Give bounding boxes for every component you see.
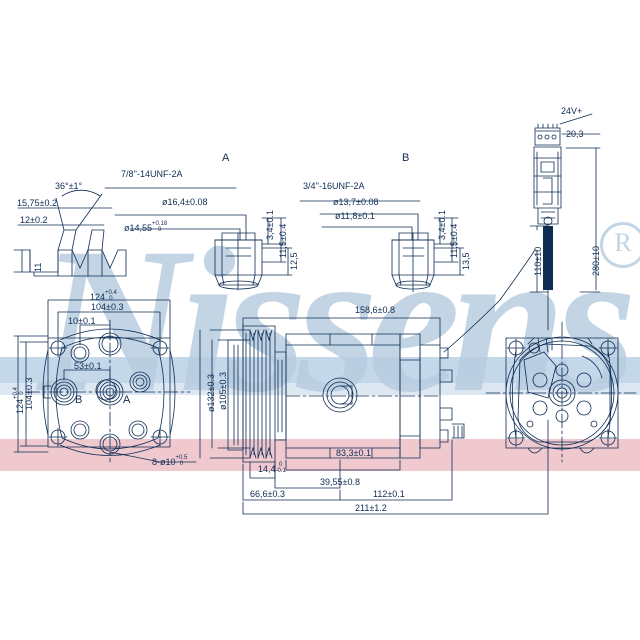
- vbelt-groove-profile: [13, 189, 127, 277]
- body-overall-length-dim: 211±1.2: [355, 503, 387, 513]
- registered-trademark-icon: R: [600, 222, 640, 268]
- body-rear-length-dim: 83,3±0.1: [336, 448, 371, 458]
- detail-b-bore-inner-dim: ø11,8±0.1: [335, 211, 375, 221]
- connector-sheath-length-dim: 110±10: [533, 246, 543, 276]
- compressor-body-side: [199, 249, 549, 515]
- connector-width-dim: 20,3: [566, 129, 584, 139]
- body-front-length-dim: 66,6±0.3: [250, 489, 285, 499]
- body-length-dim: 112±0.1: [373, 489, 405, 499]
- detail-a-depth-3-dim: 12,5: [289, 252, 299, 270]
- detail-b-label: B: [402, 152, 410, 164]
- detail-a-depth-2-dim: 11,5±0.4: [278, 223, 288, 258]
- flange-port-spacing-dim: 53±0.1: [74, 361, 102, 371]
- body-mid-length-dim: 39,55±0.8: [320, 477, 360, 487]
- detail-a-label: A: [222, 152, 230, 164]
- rear-end-view: [485, 321, 637, 463]
- brand-watermark: Nissens: [38, 205, 637, 435]
- port-a-label: A: [123, 394, 131, 406]
- detail-a-bore-outer-dim: ø16,4±0.08: [162, 197, 208, 207]
- flange-front-view: [13, 299, 197, 463]
- port-b-label: B: [75, 394, 83, 406]
- groove-depth-dim: 11: [33, 262, 43, 272]
- detail-a-depth-1-dim: 3,4±0.1: [265, 210, 275, 240]
- background-band-white: [0, 395, 640, 439]
- pulley-outer-diameter-dim: ø132±0.3: [206, 374, 216, 412]
- detail-b-section: [299, 200, 465, 293]
- pulley-assembly: [227, 325, 287, 463]
- flange-bolt-span-v-dim: 104±0.3: [24, 377, 34, 410]
- detail-a-section: [104, 187, 293, 291]
- flange-offset-small-dim: 10±0.1: [68, 316, 96, 326]
- groove-width-inner-dim: 12±0.2: [20, 215, 48, 225]
- flange-bolt-span-h-dim: 104±0.3: [91, 302, 124, 312]
- groove-angle-dim: 36°±1°: [55, 181, 83, 191]
- detail-b-bore-outer-dim: ø13,7±0.08: [333, 197, 379, 207]
- body-top-span-dim: 158,6±0.8: [355, 305, 395, 315]
- pulley-inner-diameter-dim: ø105±0.3: [218, 372, 228, 410]
- detail-b-depth-3-dim: 13,5: [461, 252, 471, 270]
- electrical-connector: [529, 113, 601, 331]
- detail-a-thread-callout: 7/8''-14UNF-2A: [121, 169, 183, 179]
- detail-b-depth-1-dim: 3,4±0.1: [437, 210, 447, 240]
- detail-b-depth-2-dim: 11,5±0.4: [449, 223, 459, 258]
- connector-voltage-label: 24V+: [561, 106, 583, 116]
- connector-lead-length-dim: 280±10: [591, 246, 601, 276]
- groove-width-outer-dim: 15,75±0.2: [17, 198, 57, 208]
- detail-b-thread-callout: 3/4''-16UNF-2A: [303, 181, 365, 191]
- background-band-pink: [0, 439, 640, 471]
